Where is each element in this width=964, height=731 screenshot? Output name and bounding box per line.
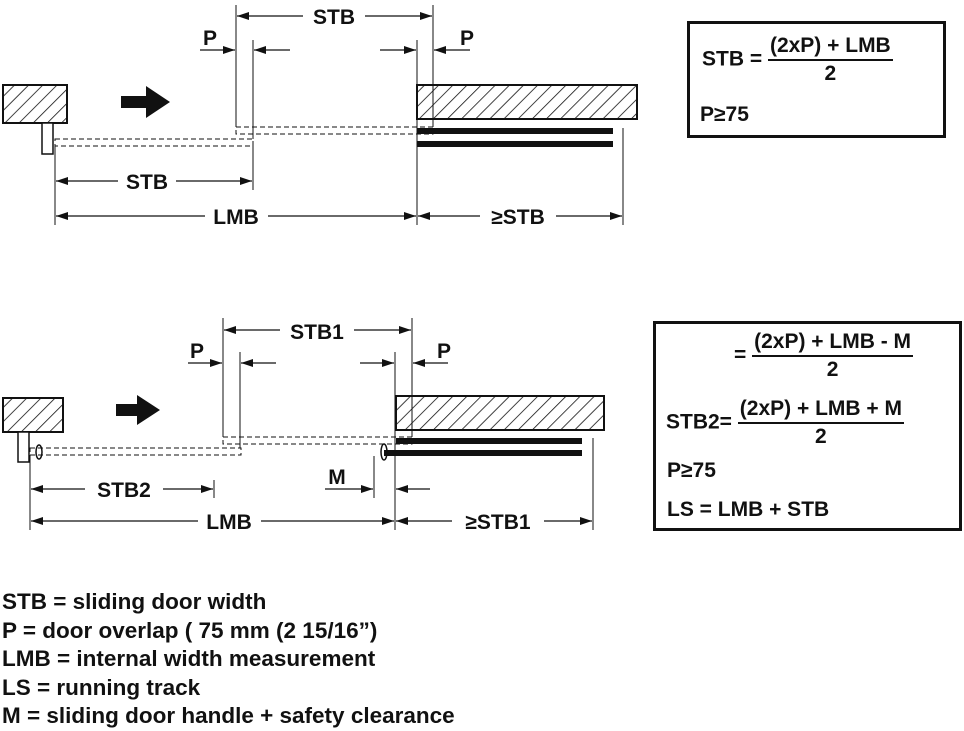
formula-stb2-numerator: (2xP) + LMB + M <box>737 397 904 424</box>
diagram-2: STB1 P P STB2 M LMB ≥STB1 <box>2 317 605 534</box>
handle-knob-2 <box>35 444 43 460</box>
legend-item-stb: STB = sliding door width <box>2 589 267 614</box>
left-wall-2 <box>2 397 64 433</box>
formula-stb: STB = (2xP) + LMB 2 <box>702 34 893 86</box>
label-ge-stb1: ≥STB1 <box>465 511 531 534</box>
formula-p2-condition: P≥75 <box>667 459 716 482</box>
left-wall-1 <box>2 84 68 124</box>
track-1-upper <box>417 128 613 134</box>
legend-item-ls: LS = running track <box>2 674 201 700</box>
door-open-1 <box>235 126 434 135</box>
extension-lines-1 <box>54 5 624 225</box>
legend-item-p: P = door overlap ( 75 mm (2 15/16”) <box>2 617 378 643</box>
formula-stb2-lhs: STB2= <box>666 410 732 434</box>
label-lmb-2: LMB <box>206 511 252 534</box>
legend-item-lmb: LMB = internal width measurement <box>2 646 376 671</box>
label-lmb: LMB <box>213 206 259 229</box>
formula-ls: LS = LMB + STB <box>667 498 830 521</box>
formula-stb2: STB2= (2xP) + LMB + M 2 <box>666 397 904 449</box>
formula-stb1-denominator: 2 <box>826 358 839 381</box>
handle-knob-2b <box>380 443 388 461</box>
diagram-1: STB P P STB LMB ≥STB <box>2 3 638 229</box>
direction-arrow-1 <box>121 86 170 118</box>
label-ge-stb: ≥STB <box>491 206 545 229</box>
label-stb1-top: STB1 <box>290 321 344 344</box>
formula-box-2: = (2xP) + LMB - M 2 STB2= (2xP) + LMB + … <box>653 321 962 531</box>
formula-stb1-numerator: (2xP) + LMB - M <box>752 330 914 357</box>
handle-1 <box>41 122 54 155</box>
formula-p-condition: P≥75 <box>700 103 749 126</box>
legend: STB = sliding door width P = door overla… <box>2 588 455 731</box>
track-1-lower <box>417 141 613 147</box>
label-p2-right: P <box>437 340 451 363</box>
formula-stb-fraction: (2xP) + LMB 2 <box>767 34 893 86</box>
label-m: M <box>328 466 346 489</box>
right-wall-2 <box>395 395 605 431</box>
door-closed-1 <box>54 138 254 147</box>
label-stb2: STB2 <box>97 479 151 502</box>
label-p-right: P <box>460 27 474 50</box>
label-stb-bottom: STB <box>126 171 168 194</box>
track-2-upper <box>396 438 582 444</box>
handle-2 <box>17 431 30 463</box>
formula-stb1: = (2xP) + LMB - M 2 <box>734 330 914 382</box>
formula-stb-denominator: 2 <box>824 62 837 85</box>
formula-stb2-fraction: (2xP) + LMB + M 2 <box>737 397 904 449</box>
formula-stb1-fraction: (2xP) + LMB - M 2 <box>752 330 914 382</box>
formula-stb2-denominator: 2 <box>815 425 827 448</box>
label-p-left: P <box>203 27 217 50</box>
formula-stb1-lhs: = <box>734 343 747 367</box>
direction-arrow-2 <box>116 395 160 425</box>
door-closed-2 <box>29 447 242 456</box>
formula-stb-numerator: (2xP) + LMB <box>767 34 893 61</box>
door-open-2 <box>222 436 413 445</box>
label-stb-top: STB <box>313 6 355 29</box>
label-p2-left: P <box>190 340 204 363</box>
formula-stb-lhs: STB = <box>702 47 763 71</box>
track-2-lower <box>384 450 582 456</box>
right-wall-1 <box>416 84 638 120</box>
formula-box-1: STB = (2xP) + LMB 2 P≥75 <box>687 21 946 138</box>
extension-lines-2 <box>29 318 594 530</box>
legend-item-m: M = sliding door handle + safety clearan… <box>2 703 455 728</box>
